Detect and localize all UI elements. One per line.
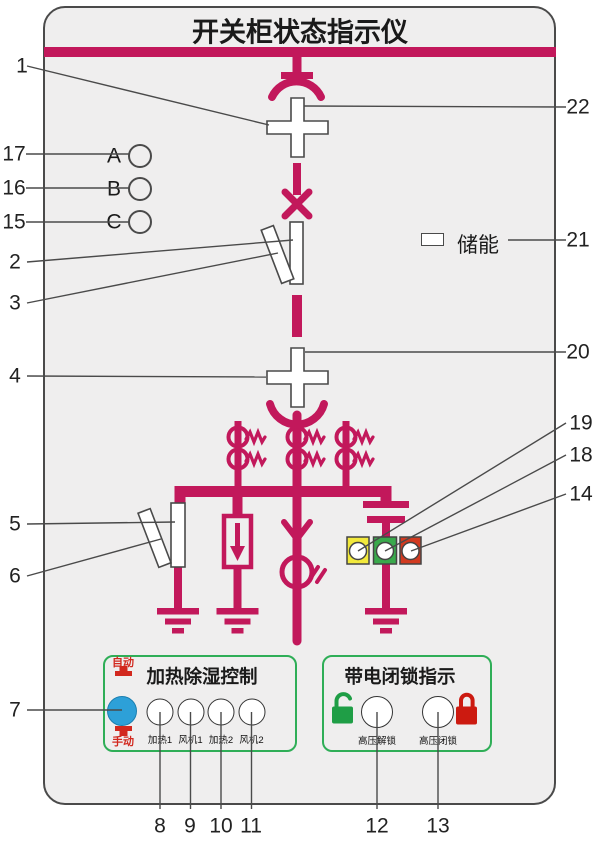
phase-a-label: A (106, 144, 122, 168)
callout-5: 5 (9, 512, 21, 536)
lock-panel-title: 带电闭锁指示 (344, 666, 456, 687)
device-title: 开关柜状态指示仪 (192, 17, 408, 48)
callout-1: 1 (16, 54, 28, 78)
fan1-label: 风机1 (178, 735, 203, 746)
callout-22: 22 (566, 95, 590, 119)
callout-14: 14 (569, 482, 593, 506)
heater2-button[interactable] (207, 698, 235, 726)
heater1-label: 加热1 (147, 735, 173, 746)
callout-21: 21 (566, 228, 590, 252)
callout-8: 8 (154, 814, 166, 838)
phase-c-lamp (128, 210, 152, 234)
callout-3: 3 (9, 291, 21, 315)
callout-16: 16 (2, 176, 26, 200)
auto-label: 自动 (112, 657, 134, 669)
phase-a-lamp (128, 144, 152, 168)
energy-storage-label: 储能 (457, 234, 499, 257)
callout-15: 15 (2, 210, 26, 234)
fan2-label: 风机2 (239, 735, 264, 746)
callout-17: 17 (2, 142, 26, 166)
heater1-button[interactable] (146, 698, 174, 726)
auto-manual-button[interactable] (107, 696, 137, 726)
callout-10: 10 (209, 814, 233, 838)
hv-unlock-label: 高压解锁 (357, 736, 397, 747)
phase-b-lamp (128, 177, 152, 201)
fan2-button[interactable] (238, 698, 265, 726)
hv-lock-label: 高压闭锁 (418, 736, 458, 747)
callout-19: 19 (569, 411, 593, 435)
callout-9: 9 (184, 814, 196, 838)
energy-storage-lamp (421, 233, 444, 246)
callout-4: 4 (9, 364, 21, 388)
phase-c-label: C (106, 210, 122, 234)
phase-b-label: B (106, 177, 122, 201)
callout-18: 18 (569, 443, 593, 467)
hv-unlock-lamp[interactable] (361, 696, 393, 728)
callout-6: 6 (9, 564, 21, 588)
callout-7: 7 (9, 698, 21, 722)
callout-11: 11 (240, 814, 262, 838)
manual-label: 手动 (112, 736, 134, 748)
callout-2: 2 (9, 250, 21, 274)
heater2-label: 加热2 (208, 735, 234, 746)
callout-13: 13 (426, 814, 450, 838)
fan1-button[interactable] (177, 698, 204, 726)
callout-20: 20 (566, 340, 590, 364)
heater-panel-title: 加热除湿控制 (146, 666, 258, 687)
hv-lock-lamp[interactable] (422, 696, 454, 728)
callout-12: 12 (365, 814, 389, 838)
